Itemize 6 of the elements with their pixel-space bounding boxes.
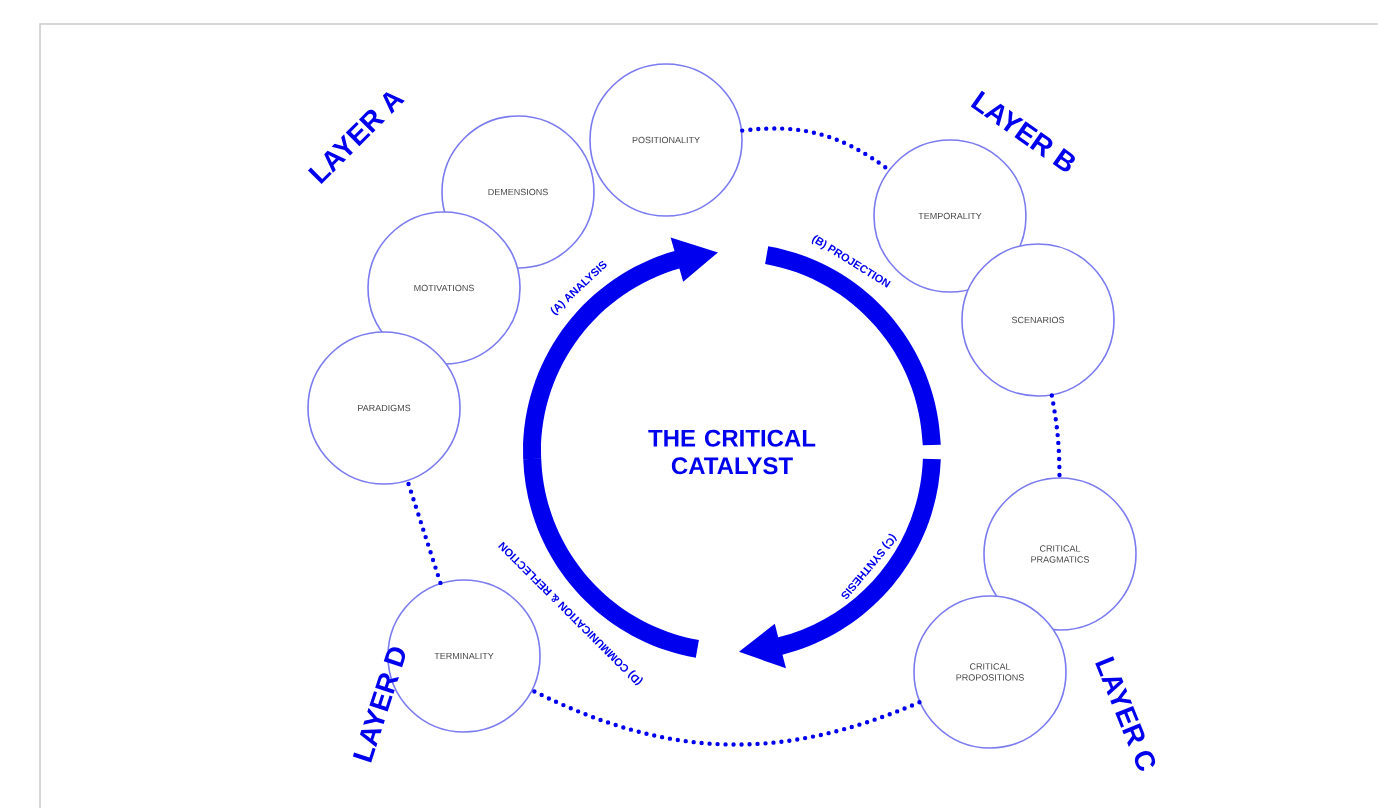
dotted-connector [740, 126, 891, 172]
center-title: THE CRITICAL CATALYST [648, 429, 816, 475]
dotted-connector [405, 478, 443, 586]
layer-label: LAYER D [352, 647, 406, 763]
dotted-connector [1049, 393, 1062, 480]
dotted-connector [530, 688, 922, 747]
